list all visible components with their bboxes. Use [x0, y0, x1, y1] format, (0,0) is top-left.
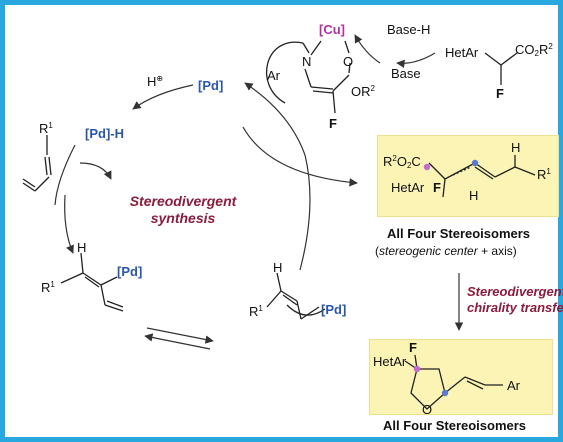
- cycle-center-label: Stereodivergent synthesis: [123, 193, 243, 227]
- transfer-label: Stereodivergent chirality transfer: [467, 284, 563, 315]
- product2-f-label: F: [409, 340, 417, 355]
- diene-pd-label: [Pd]: [117, 264, 143, 279]
- aryl-ring: [265, 41, 304, 104]
- cu-label: [Cu]: [319, 22, 345, 37]
- equilibrium-back: [144, 333, 211, 350]
- transfer-line2: chirality transfer: [467, 299, 563, 315]
- allyl-pd-label: [Pd]: [321, 302, 347, 317]
- product1-r1-label: R1: [537, 167, 551, 182]
- cu-n-label: N: [302, 54, 312, 69]
- stereocenter-dot-3: [441, 389, 449, 397]
- product1-h-top-label: H: [511, 140, 521, 155]
- allyl-r1-label: R1: [249, 304, 263, 319]
- cu-to-product-arrow: [242, 126, 358, 187]
- stereocenter-dot: [423, 163, 431, 171]
- product2-o-label: O: [422, 402, 433, 417]
- product2-hetar-label: HetAr: [373, 354, 407, 369]
- cycle-arrow-top: [132, 84, 194, 110]
- cycle-arrow-right-top: [244, 82, 306, 156]
- substrate-f: F: [496, 86, 504, 101]
- transfer-line1: Stereodivergent: [467, 284, 563, 299]
- cycle-arrow-left-upper: [54, 144, 76, 206]
- product2-ar-label: Ar: [507, 378, 520, 393]
- product2-box: [369, 339, 553, 415]
- diene-r1-label: R1: [41, 280, 55, 295]
- base-arrow: [396, 52, 436, 69]
- pd-top-label: [Pd]: [198, 78, 224, 93]
- cycle-arrow-left: [64, 194, 74, 254]
- enyne-r1-label: R1: [39, 121, 53, 136]
- pd-h-label: [Pd]-H: [85, 126, 124, 141]
- base-label: Base: [391, 66, 421, 81]
- product1-box: [377, 135, 559, 217]
- base-h-arrow: [354, 34, 381, 64]
- substrate-co2r: CO2R2: [515, 42, 553, 58]
- insertion-arrow: [79, 162, 112, 180]
- cu-ar-label: Ar: [267, 68, 280, 83]
- scheme-graphics: [22, 34, 536, 410]
- substrate-hetar: HetAr: [445, 45, 479, 60]
- cu-or-label: OR2: [351, 84, 375, 99]
- base-h-label: Base-H: [387, 22, 431, 37]
- stereocenter-dot-2: [413, 365, 421, 373]
- cycle-center-line1: Stereodivergent: [129, 193, 237, 209]
- cycle-arrow-right: [299, 154, 311, 271]
- product1-h-bottom-label: H: [469, 188, 479, 203]
- equilibrium-forward: [146, 327, 214, 344]
- product1-subtitle: (stereogenic center + axis): [375, 244, 517, 258]
- product1-ester-label: R2O2C: [383, 154, 421, 170]
- cycle-center-line2: synthesis: [150, 209, 216, 226]
- cu-o-label: O: [343, 54, 354, 69]
- allyl-h-label: H: [273, 260, 283, 275]
- h-plus-label: H⊕: [147, 74, 164, 89]
- axis-dot: [471, 159, 479, 167]
- product1-f-label: F: [433, 180, 441, 195]
- product1-hetar-label: HetAr: [391, 180, 425, 195]
- product2-title: All Four Stereoisomers: [383, 418, 527, 433]
- product1-title: All Four Stereoisomers: [387, 226, 531, 241]
- diene-h-label: H: [77, 240, 87, 255]
- cu-f-label: F: [329, 116, 337, 131]
